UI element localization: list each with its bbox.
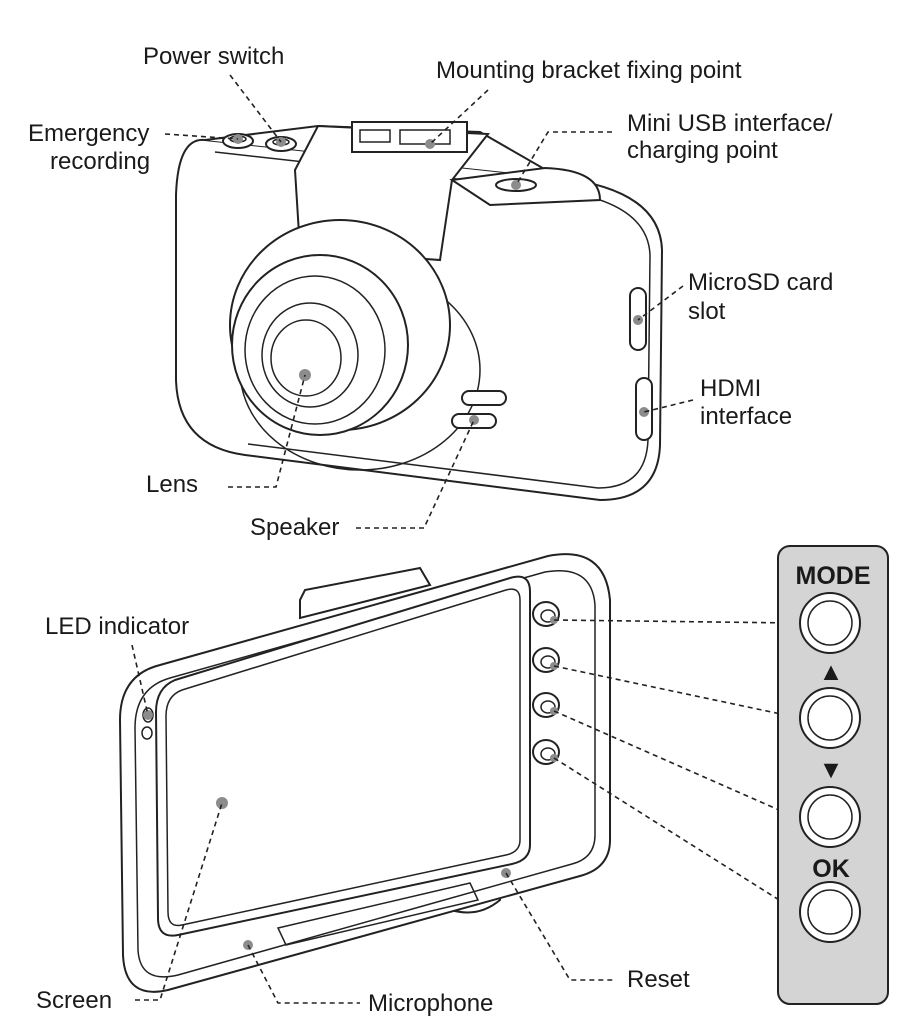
led-marker xyxy=(143,710,153,720)
ok-button[interactable] xyxy=(799,881,861,943)
label-hdmi-2: interface xyxy=(700,403,792,430)
leader-emergency xyxy=(164,133,239,140)
label-speaker: Speaker xyxy=(250,514,339,541)
speaker-marker xyxy=(469,415,479,425)
label-led-indicator: LED indicator xyxy=(45,613,189,640)
up-arrow-icon: ▲ xyxy=(819,658,844,686)
label-microphone: Microphone xyxy=(368,990,493,1017)
leader-led xyxy=(131,644,149,716)
hdmi-marker xyxy=(639,407,649,417)
label-hdmi-1: HDMI xyxy=(700,375,761,402)
speaker-grille-1 xyxy=(461,390,507,406)
button-panel: MODE ▲ ▼ OK xyxy=(777,545,889,1005)
label-lens: Lens xyxy=(146,471,198,498)
screen-marker xyxy=(216,797,228,809)
rear-mount-tab xyxy=(299,566,432,620)
mounting-bracket-slot xyxy=(351,121,468,153)
leader-mode xyxy=(553,619,796,624)
up-button[interactable] xyxy=(799,687,861,749)
leader-screen xyxy=(135,802,223,1001)
leader-speaker xyxy=(356,419,475,529)
leader-lens xyxy=(228,374,306,488)
mode-button[interactable] xyxy=(799,592,861,654)
leader-down xyxy=(553,710,796,818)
ok-label: OK xyxy=(812,855,850,883)
camera-rear-view xyxy=(118,553,611,993)
label-emergency-2: recording xyxy=(50,148,150,175)
label-power-switch: Power switch xyxy=(143,43,284,70)
screen xyxy=(154,575,531,937)
label-emergency-1: Emergency xyxy=(28,120,149,147)
label-microsd-2: slot xyxy=(688,298,726,325)
label-reset: Reset xyxy=(627,966,690,993)
leader-mounting xyxy=(429,89,489,145)
label-mounting: Mounting bracket fixing point xyxy=(436,57,742,84)
down-arrow-icon: ▼ xyxy=(819,756,844,784)
leader-ok xyxy=(553,757,796,911)
camera-front-view xyxy=(175,121,664,502)
leader-microsd xyxy=(637,285,684,321)
label-mini-usb-1: Mini USB interface/ xyxy=(627,110,833,137)
leader-microphone xyxy=(247,944,360,1004)
leader-usb xyxy=(515,131,612,186)
lens-assembly xyxy=(229,219,481,471)
leader-reset xyxy=(505,872,614,981)
label-microsd-1: MicroSD card xyxy=(688,269,833,296)
mode-label: MODE xyxy=(796,562,871,590)
button-panel-background xyxy=(777,545,889,1005)
usb-marker xyxy=(511,180,521,190)
label-mini-usb-2: charging point xyxy=(627,137,778,164)
label-screen: Screen xyxy=(36,987,112,1014)
down-button[interactable] xyxy=(799,786,861,848)
